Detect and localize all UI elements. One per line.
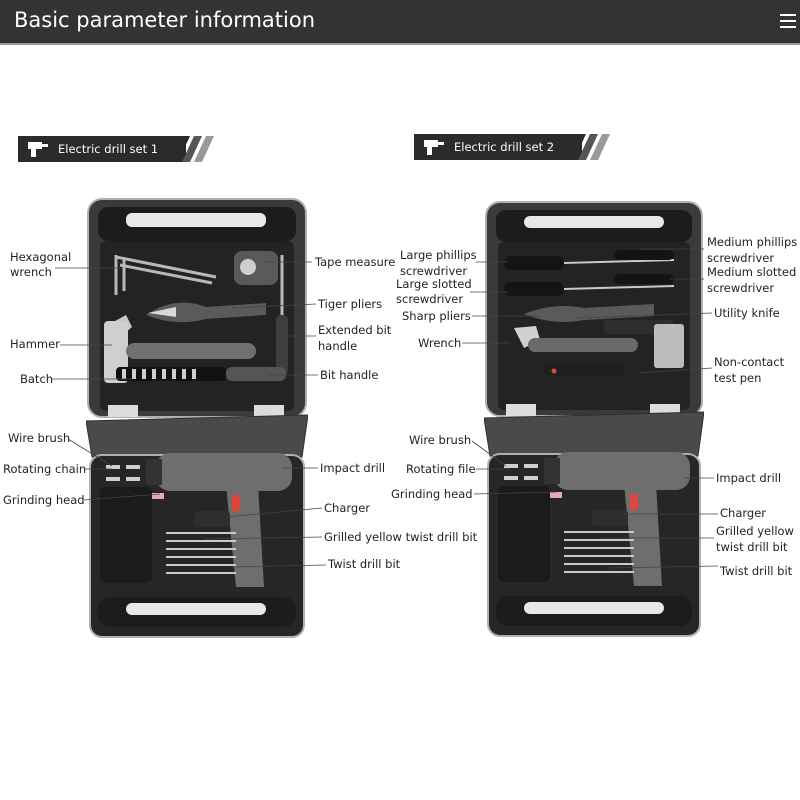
tool-case-1-image — [86, 198, 308, 638]
label-large-phillips-screwdriver: Large phillips screwdriver — [400, 248, 477, 278]
label-wire-brush: Wire brush — [409, 433, 472, 447]
label-non-contact-test-pen: Non-contact test pen — [714, 355, 785, 385]
label-rotating-file: Rotating file — [406, 462, 476, 476]
label-utility-knife: Utility knife — [714, 306, 780, 320]
badge-stripes — [566, 134, 610, 160]
label-medium-slotted-screwdriver: Medium slotted screwdriver — [707, 265, 797, 295]
label-large-slotted-screwdriver: Large slotted screwdriver — [396, 277, 472, 306]
header-bar: Basic parameter information — [0, 0, 800, 45]
label-medium-phillips-screwdriver: Medium phillips screwdriver — [707, 235, 798, 265]
label-grilled-yellow-twist-drill-bit: Grilled yellow twist drill bit — [324, 530, 478, 544]
badge-stripes — [170, 136, 214, 162]
label-tape-measure: Tape measure — [315, 255, 396, 269]
label-extended-bit-handle: Extended bit handle — [318, 323, 392, 353]
tool-case-2-image — [484, 201, 704, 637]
label-hammer: Hammer — [10, 337, 60, 351]
label-grilled-yellow-twist-drill-bit: Grilled yellow twist drill bit — [716, 524, 794, 554]
badge-background — [414, 134, 582, 160]
label-impact-drill: Impact drill — [716, 471, 782, 485]
label-wrench: Wrench — [418, 336, 462, 350]
label-sharp-pliers: Sharp pliers — [402, 309, 471, 323]
label-tiger-pliers: Tiger pliers — [318, 297, 383, 311]
drill-icon — [424, 140, 444, 155]
label-rotating-chain: Rotating chain — [3, 462, 87, 476]
label-twist-drill-bit: Twist drill bit — [328, 557, 401, 571]
set-1-badge-label: Electric drill set 1 — [58, 142, 159, 156]
label-grinding-head: Grinding head — [3, 493, 85, 507]
label-charger: Charger — [324, 501, 370, 515]
page-title: Basic parameter information — [14, 8, 316, 32]
label-wire-brush: Wire brush — [8, 431, 71, 445]
label-batch: Batch — [20, 372, 54, 386]
label-hexagonal-wrench: Hexagonal wrench — [10, 250, 72, 279]
hamburger-menu-icon[interactable] — [780, 14, 796, 30]
label-charger: Charger — [720, 506, 766, 520]
label-impact-drill: Impact drill — [320, 461, 386, 475]
badge-background — [18, 136, 186, 162]
label-bit-handle: Bit handle — [320, 368, 379, 382]
label-twist-drill-bit: Twist drill bit — [720, 564, 793, 578]
set-2-badge-label: Electric drill set 2 — [454, 140, 555, 154]
label-grinding-head: Grinding head — [391, 487, 473, 501]
drill-icon — [28, 142, 48, 157]
